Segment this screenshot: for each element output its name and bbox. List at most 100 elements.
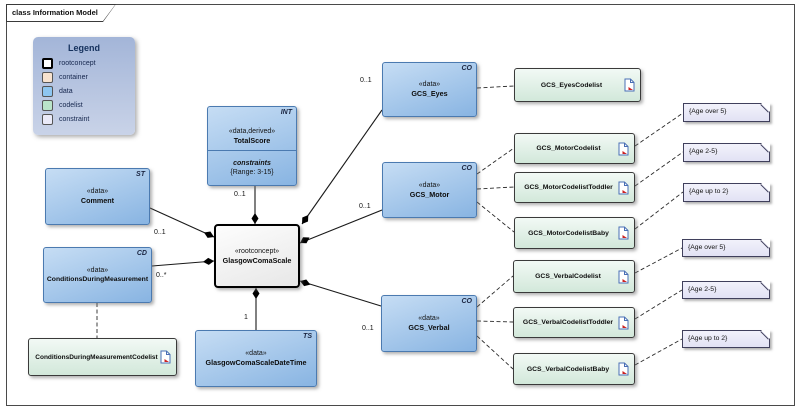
document-icon: [618, 181, 629, 194]
connector-verbalcodelist-note[interactable]: [634, 247, 683, 274]
type-abbreviation: CO: [461, 65, 473, 72]
node-stereotype: «data»: [418, 181, 441, 189]
codelist-gcs-verbal[interactable]: GCS_VerbalCodelist: [513, 260, 635, 293]
document-icon: [160, 350, 171, 364]
connector-eyes-root[interactable]: [301, 109, 383, 225]
composition-diamond: [252, 288, 260, 299]
connector-verbalbaby-note[interactable]: [634, 338, 683, 366]
connector-motor-codelist-baby[interactable]: [476, 201, 515, 233]
connector-comment-root[interactable]: [149, 207, 215, 238]
connector-verbal-codelist-toddler[interactable]: [476, 320, 514, 323]
composition-diamond: [300, 279, 311, 287]
constraint-note-verbal-over5[interactable]: {Age over 5}: [682, 239, 770, 257]
connector-verbaltoddler-note[interactable]: [634, 289, 683, 320]
node-name: Comment: [80, 196, 115, 205]
codelist-gcs-motor-toddler[interactable]: GCS_MotorCodelistToddler: [514, 172, 635, 203]
legend-swatch-data: [42, 86, 53, 97]
multiplicity-datetime: 1: [244, 314, 248, 321]
connector-motortoddler-note[interactable]: [634, 151, 684, 187]
codelist-gcs-motor[interactable]: GCS_MotorCodelist: [514, 133, 635, 164]
node-name: GCS_Eyes: [411, 89, 448, 98]
constraint-text: {Age 2-5}: [689, 148, 718, 155]
node-name: GlasgowComaScaleDateTime: [205, 358, 307, 367]
composition-diamond: [300, 237, 310, 244]
codelist-gcs-verbal-baby[interactable]: GCS_VerbalCodelistBaby: [513, 353, 635, 385]
document-icon: [618, 226, 629, 240]
connector-verbal-codelist-baby[interactable]: [476, 335, 514, 370]
codelist-name: GCS_EyesCodelist: [540, 81, 603, 89]
node-glasgowcomascale[interactable]: «rootconcept» GlasgowComaScale: [214, 224, 300, 288]
constraint-note-motor-upto2[interactable]: {Age up to 2}: [683, 183, 770, 202]
node-header: «data,derived» TotalScore: [208, 107, 296, 150]
node-gcs-motor[interactable]: CO «data» GCS_Motor: [382, 162, 477, 218]
codelist-gcs-motor-baby[interactable]: GCS_MotorCodelistBaby: [514, 217, 635, 249]
node-totalscore[interactable]: INT «data,derived» TotalScore constraint…: [207, 106, 297, 186]
node-stereotype: «data»: [86, 188, 109, 195]
codelist-name: GCS_MotorCodelist: [536, 145, 601, 152]
codelist-name: GCS_VerbalCodelist: [535, 273, 601, 280]
type-abbreviation: CD: [136, 250, 147, 257]
legend-item-container: container: [42, 72, 135, 83]
codelist-gcs-verbal-toddler[interactable]: GCS_VerbalCodelistToddler: [513, 307, 635, 338]
constraint-text: {Age up to 2}: [689, 188, 729, 195]
composition-diamond: [251, 213, 259, 224]
legend-item-codelist: codelist: [42, 100, 135, 111]
connector-motorcodelist-note[interactable]: [634, 112, 684, 147]
connector-verbal-root[interactable]: [299, 280, 382, 307]
legend-swatch-container: [42, 72, 53, 83]
legend-label: data: [59, 88, 73, 95]
constraint-text: {Age 2-5}: [688, 286, 717, 293]
document-icon: [618, 270, 629, 283]
legend-label: codelist: [59, 102, 83, 109]
multiplicity-verbal: 0..1: [362, 325, 374, 332]
constraint-text: {Age over 5}: [688, 244, 726, 251]
node-name: ConditionsDuringMeasurement: [46, 275, 149, 283]
connector-motor-codelist-toddler[interactable]: [476, 186, 515, 190]
composition-diamond: [302, 215, 309, 224]
node-stereotype: «data»: [418, 315, 440, 322]
multiplicity-comment: 0..1: [154, 229, 166, 236]
multiplicity-conditions: 0..*: [156, 272, 167, 279]
legend-swatch-constraint: [42, 114, 53, 125]
legend-label: constraint: [59, 116, 90, 123]
codelist-name: GCS_VerbalCodelistToddler: [522, 319, 614, 326]
node-name: GCS_Verbal: [408, 323, 450, 332]
constraint-note-motor-over5[interactable]: {Age over 5}: [683, 103, 770, 122]
constraint-note-verbal-upto2[interactable]: {Age up to 2}: [682, 330, 770, 348]
composition-diamond: [203, 257, 214, 265]
codelist-name: GCS_VerbalCodelistBaby: [526, 365, 610, 373]
node-gcs-eyes[interactable]: CO «data» GCS_Eyes: [382, 62, 477, 117]
composition-diamond: [204, 231, 214, 238]
multiplicity-totalscore: 0..1: [234, 191, 246, 198]
type-abbreviation: TS: [303, 333, 312, 340]
constraint-note-motor-2-5[interactable]: {Age 2-5}: [683, 143, 770, 162]
node-comment[interactable]: ST «data» Comment: [45, 168, 150, 225]
node-stereotype: «data»: [418, 81, 441, 88]
node-stereotype: «data»: [86, 266, 109, 274]
node-stereotype: «data»: [245, 350, 267, 357]
codelist-conditionsduringmeasurement[interactable]: ConditionsDuringMeasurementCodelist: [28, 338, 177, 376]
type-abbreviation: ST: [136, 171, 145, 178]
connector-motor-codelist[interactable]: [476, 147, 515, 175]
node-conditionsduringmeasurement[interactable]: CD «data» ConditionsDuringMeasurement: [43, 247, 152, 303]
document-icon: [618, 362, 629, 376]
legend-label: rootconcept: [59, 60, 96, 67]
multiplicity-eyes: 0..1: [360, 77, 372, 84]
node-gcs-verbal[interactable]: CO «data» GCS_Verbal: [381, 295, 477, 352]
connector-motor-root[interactable]: [299, 209, 383, 244]
codelist-gcs-eyes[interactable]: GCS_EyesCodelist: [514, 68, 641, 102]
connector-motorbaby-note[interactable]: [634, 191, 684, 230]
document-icon: [618, 142, 629, 155]
codelist-name: GCS_MotorCodelistBaby: [528, 229, 609, 237]
constraint-note-verbal-2-5[interactable]: {Age 2-5}: [682, 281, 770, 299]
node-stereotype: «data,derived»: [228, 128, 276, 135]
diagram-tab: class Information Model: [6, 4, 116, 22]
legend[interactable]: Legend rootconcept container data codeli…: [33, 37, 135, 135]
node-stereotype: «rootconcept»: [234, 247, 280, 255]
node-glasgowcomascaledatetime[interactable]: TS «data» GlasgowComaScaleDateTime: [195, 330, 317, 387]
connector-verbal-codelist[interactable]: [476, 275, 514, 308]
diagram-title: class Information Model: [12, 8, 98, 17]
connector-eyes-codelist[interactable]: [476, 85, 515, 89]
legend-swatch-codelist: [42, 100, 53, 111]
